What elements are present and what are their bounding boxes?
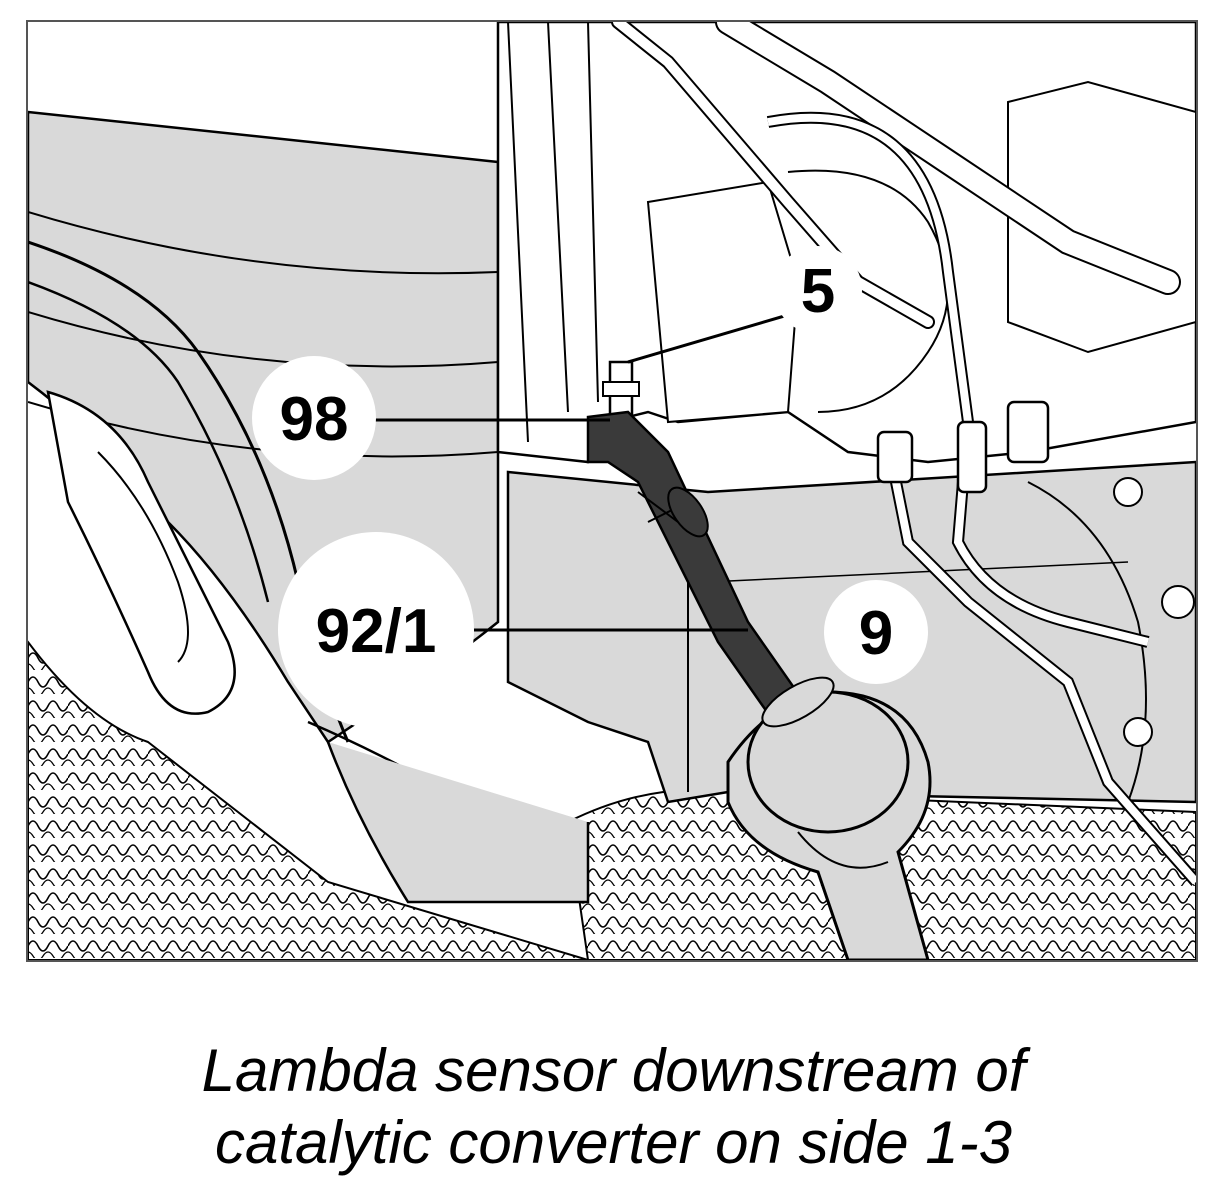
callout-98: 98	[252, 356, 610, 480]
technical-illustration: 5 98 92/1 9	[26, 20, 1198, 962]
caption-line-1: Lambda sensor downstream of	[201, 1037, 1026, 1104]
figure-caption: Lambda sensor downstream of catalytic co…	[0, 1035, 1227, 1179]
callout-9-label: 9	[859, 599, 893, 668]
callout-92-1: 92/1	[278, 532, 748, 728]
engine-components	[496, 22, 1196, 886]
caption-line-2: catalytic converter on side 1-3	[214, 1109, 1013, 1176]
callout-5: 5	[627, 246, 862, 364]
callout-92-1-label: 92/1	[316, 597, 437, 666]
callout-5-label: 5	[801, 257, 835, 326]
callout-98-label: 98	[280, 385, 349, 454]
lambda-sensor	[602, 360, 640, 424]
callout-9: 9	[824, 580, 928, 684]
socket-wrench-tool	[586, 410, 932, 960]
